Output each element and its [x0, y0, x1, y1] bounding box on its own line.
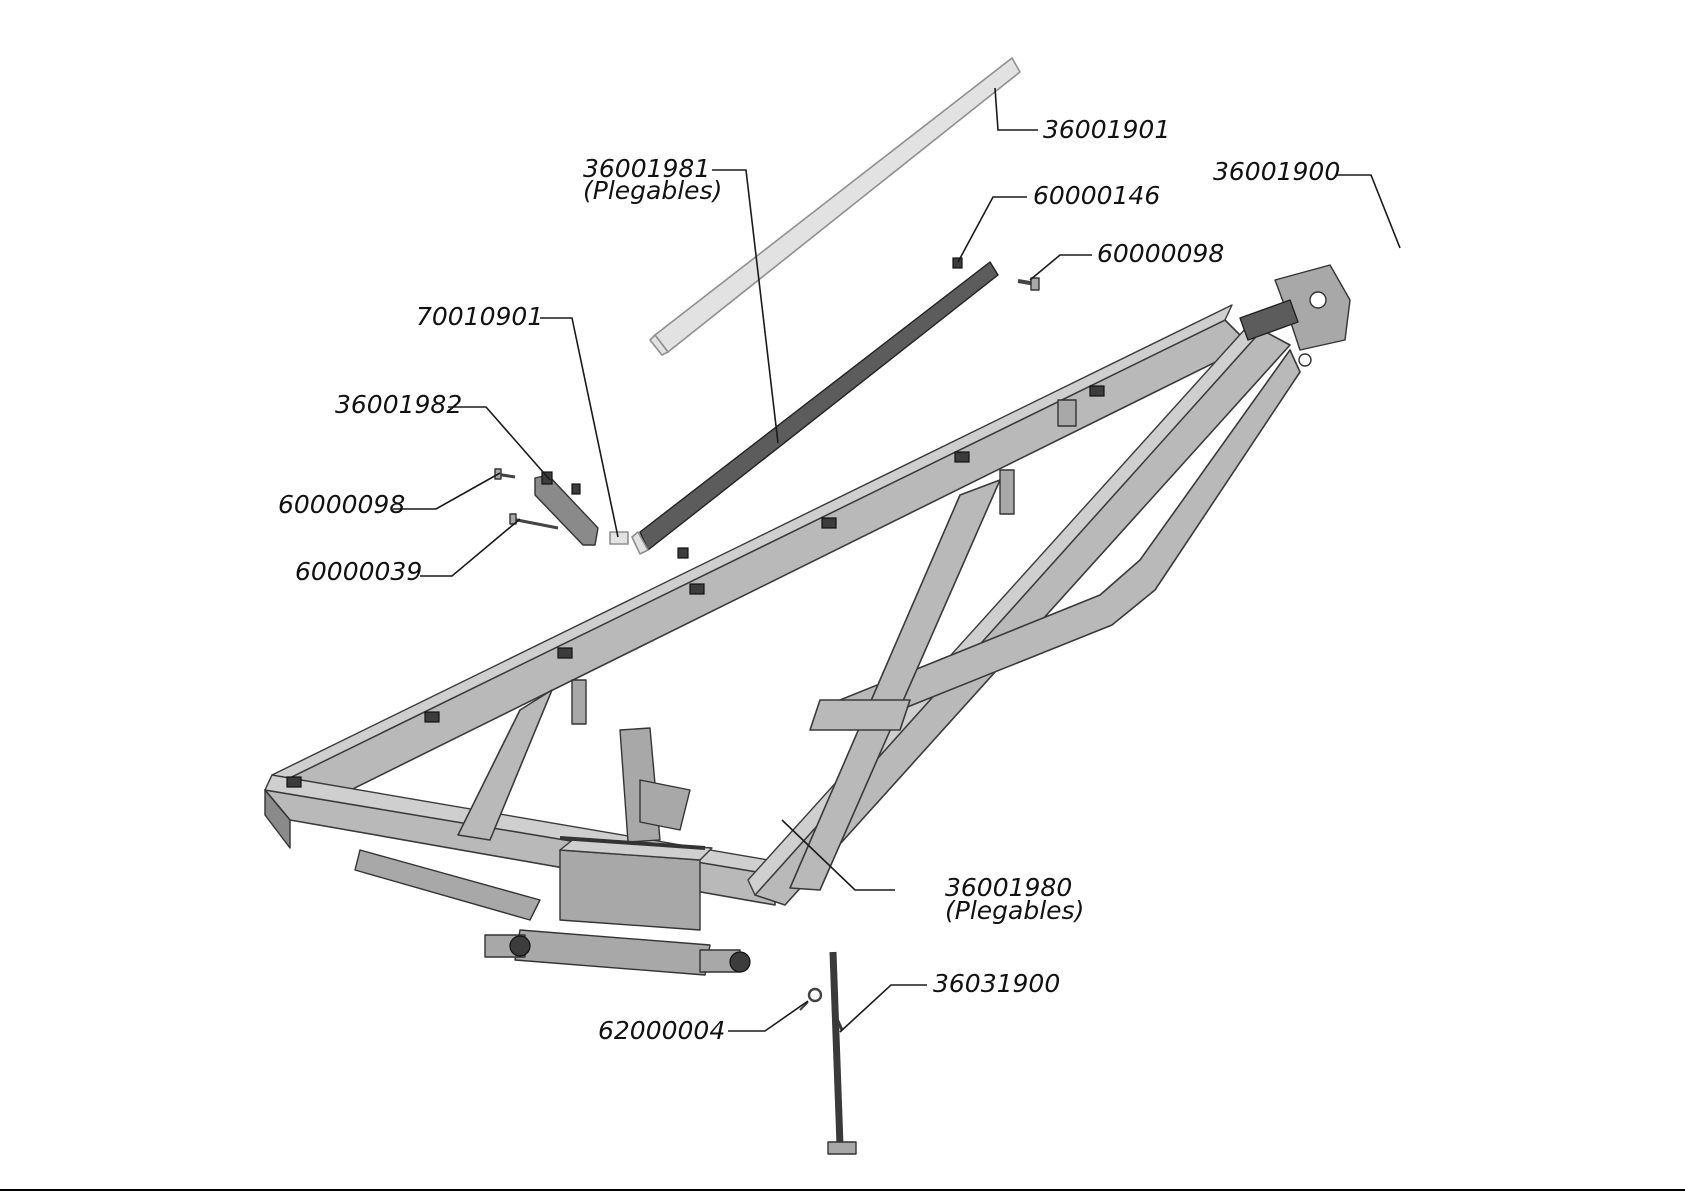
- leader-lines: [393, 88, 1400, 1032]
- callout-labels: 36001901 36001981 (Plegables) 36001900 6…: [278, 115, 1340, 1045]
- label-36031900: 36031900: [933, 969, 1060, 998]
- upper-folding-bar-36001901: [650, 58, 1020, 355]
- bushing-small: [678, 548, 688, 558]
- label-60000098-left: 60000098: [278, 490, 405, 519]
- stand-36031900: [828, 952, 856, 1154]
- main-frame-36001980: [265, 265, 1350, 975]
- label-36001982: 36001982: [335, 390, 462, 419]
- label-60000146: 60000146: [1033, 181, 1160, 210]
- bolt-60000098-top: [1018, 278, 1039, 290]
- label-62000004: 62000004: [598, 1016, 725, 1045]
- label-60000039: 60000039: [295, 557, 422, 586]
- label-36001900: 36001900: [1213, 157, 1340, 186]
- bushing-70010901: [610, 532, 628, 544]
- label-60000098-top: 60000098: [1097, 239, 1224, 268]
- label-36001981-note: (Plegables): [583, 176, 722, 205]
- label-36001901: 36001901: [1043, 115, 1170, 144]
- bracket-36001982: [535, 472, 598, 545]
- label-70010901: 70010901: [416, 302, 543, 331]
- pin-62000004: [800, 989, 821, 1010]
- pin-60000146: [953, 258, 962, 268]
- label-36001980-note: (Plegables): [945, 896, 1084, 925]
